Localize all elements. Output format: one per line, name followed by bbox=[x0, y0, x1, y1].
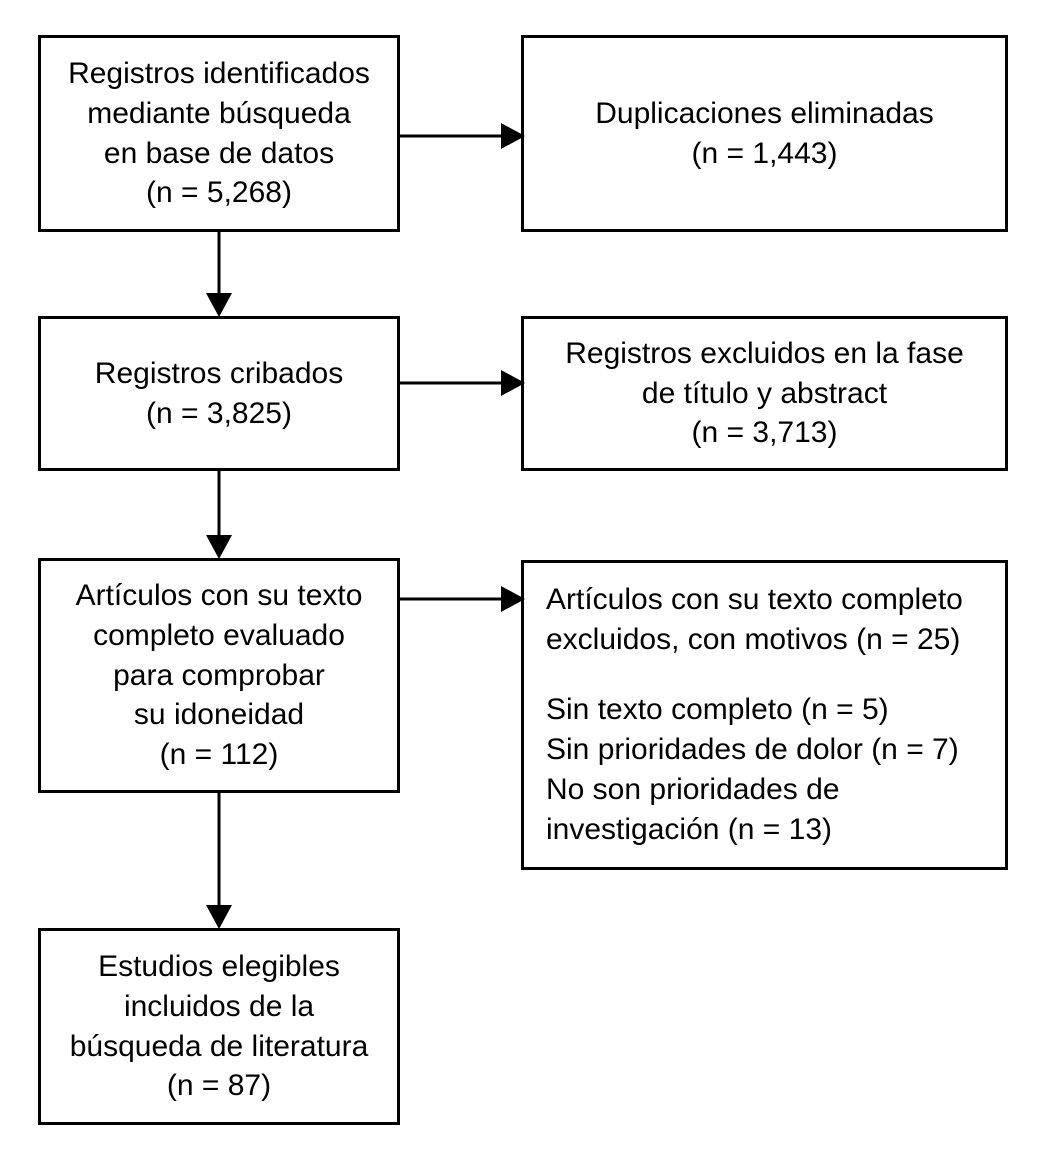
flow-box-records-identified: Registros identificados mediante búsqued… bbox=[38, 35, 400, 232]
exclusion-reason-line: investigación (n = 13) bbox=[546, 812, 832, 846]
box-text-line: excluidos, con motivos (n = 25) bbox=[546, 623, 961, 657]
box-text-line: incluidos de la bbox=[123, 989, 315, 1023]
box-text-line: Registros excluidos en la fase bbox=[565, 336, 964, 370]
box-text-line: Estudios elegibles bbox=[98, 949, 340, 983]
flow-box-duplicates-removed: Duplicaciones eliminadas (n = 1,443) bbox=[521, 35, 1008, 232]
connector-arrow-fulltext-to-excluded-fulltext bbox=[400, 586, 525, 612]
box-text-line: Duplicaciones eliminadas bbox=[595, 96, 934, 130]
box-count-label: (n = 87) bbox=[166, 1069, 272, 1103]
box-text-line: mediante búsqueda bbox=[87, 96, 351, 130]
flow-box-full-text-excluded-with-reasons: Artículos con su texto completo excluido… bbox=[521, 560, 1008, 870]
flow-box-studies-included: Estudios elegibles incluidos de la búsqu… bbox=[38, 928, 400, 1125]
box-count-label: (n = 3,713) bbox=[691, 416, 838, 450]
box-text-line: en base de datos bbox=[103, 136, 335, 170]
flow-box-full-text-assessed: Artículos con su texto completo evaluado… bbox=[38, 558, 400, 793]
box-text-line: búsqueda de literatura bbox=[69, 1029, 369, 1063]
exclusion-reason-line: Sin texto completo (n = 5) bbox=[546, 693, 889, 727]
box-count-label: (n = 112) bbox=[159, 738, 279, 772]
connector-arrow-screened-to-fulltext bbox=[206, 471, 232, 559]
box-text-line: de título y abstract bbox=[641, 376, 888, 410]
box-text-line: Registros cribados bbox=[94, 356, 344, 390]
box-text-line: Artículos con su texto completo bbox=[546, 583, 963, 617]
box-count-label: (n = 5,268) bbox=[146, 176, 292, 210]
exclusion-reason-line: No son prioridades de bbox=[546, 772, 840, 806]
flow-box-records-screened: Registros cribados (n = 3,825) bbox=[38, 316, 400, 471]
box-text-line: Registros identificados bbox=[68, 56, 370, 90]
exclusion-reason-line: Sin prioridades de dolor (n = 7) bbox=[546, 733, 959, 766]
flow-box-records-excluded-title-abstract: Registros excluidos en la fase de título… bbox=[521, 316, 1008, 471]
connector-arrow-identified-to-screened bbox=[206, 232, 232, 317]
box-text-line: para comprobar bbox=[113, 658, 325, 692]
box-count-label: (n = 3,825) bbox=[146, 396, 292, 430]
box-text-line: su idoneidad bbox=[133, 698, 305, 732]
connector-arrow-identified-to-duplicates bbox=[400, 123, 525, 149]
box-text-line: completo evaluado bbox=[93, 618, 345, 652]
box-count-label: (n = 1,443) bbox=[691, 136, 838, 170]
connector-arrow-fulltext-to-included bbox=[206, 793, 232, 929]
box-text-line: Artículos con su texto bbox=[75, 578, 363, 612]
connector-arrow-screened-to-excluded-title-abstract bbox=[400, 370, 525, 396]
